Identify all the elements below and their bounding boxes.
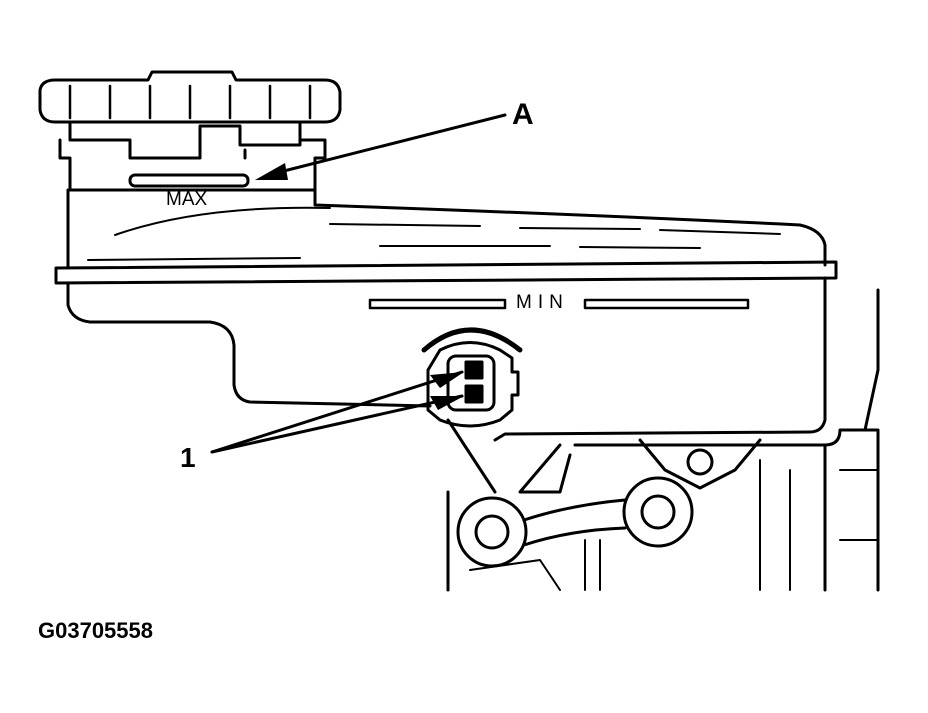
level-sensor-connector	[421, 327, 523, 428]
min-level-line	[368, 298, 750, 310]
reservoir-body	[54, 188, 838, 442]
max-level-line	[128, 173, 250, 188]
mounting-bosses	[456, 476, 694, 568]
max-label: MAX	[166, 189, 208, 210]
min-label: MIN	[516, 292, 569, 313]
reservoir-cap	[38, 70, 342, 192]
figure-id: G03705558	[38, 618, 153, 643]
arrowheads	[255, 163, 464, 410]
callout-1: 1	[180, 442, 196, 473]
leader-lines	[210, 113, 507, 454]
callout-a: A	[512, 98, 534, 131]
